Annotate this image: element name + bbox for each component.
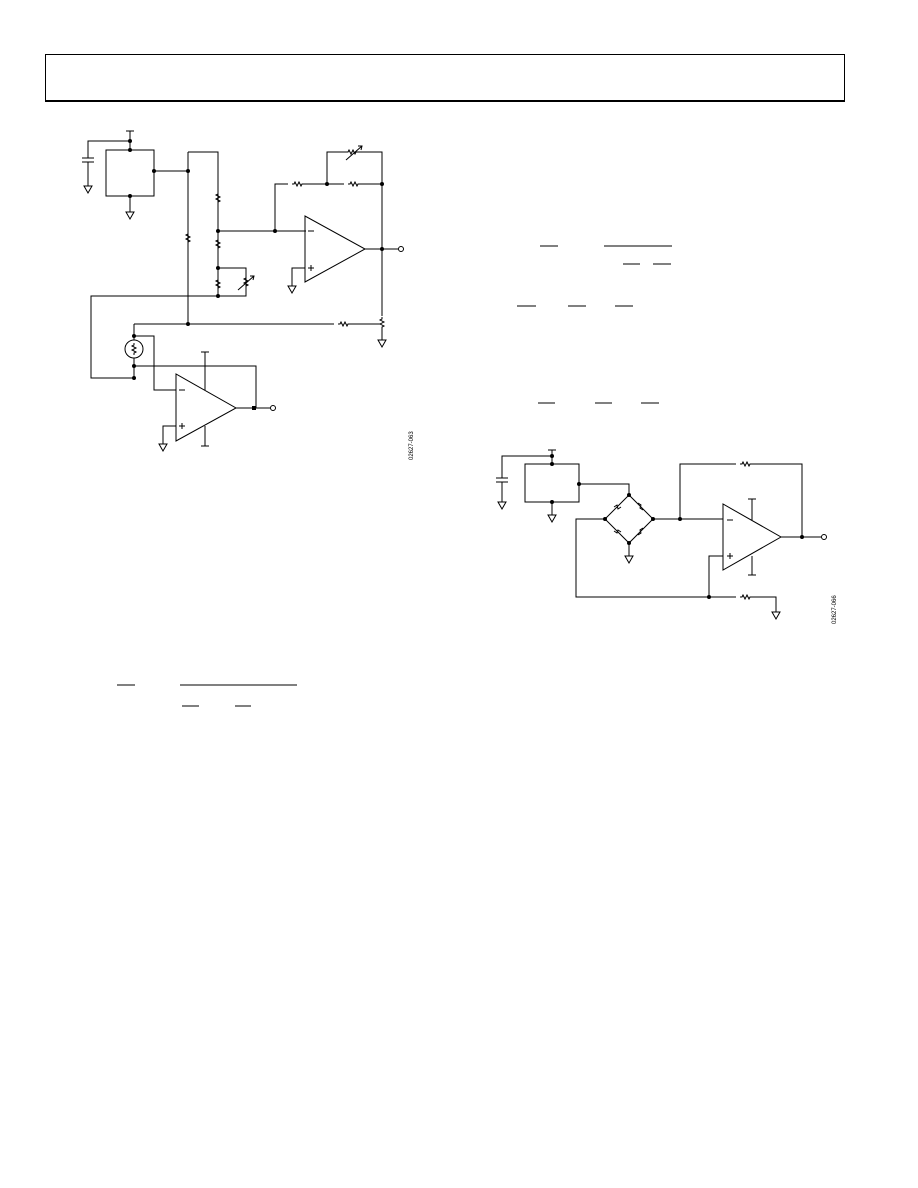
op-amp-upper [287,184,404,316]
op-amp-lower [158,351,276,452]
equation-left [117,684,297,707]
figure-b-code: 02627-066 [832,595,838,624]
page-header-box [45,54,845,102]
resistor-bridge [579,483,655,564]
capacitor [82,139,132,194]
circuit-figure-b: 02627-066 [496,449,838,624]
op-amp-b [722,498,827,576]
equation-right [517,245,672,404]
reference-ic-block-b [524,449,581,523]
figure-a-code: 02627-063 [409,431,415,460]
circuit-figure-a: 02627-063 [82,130,415,460]
